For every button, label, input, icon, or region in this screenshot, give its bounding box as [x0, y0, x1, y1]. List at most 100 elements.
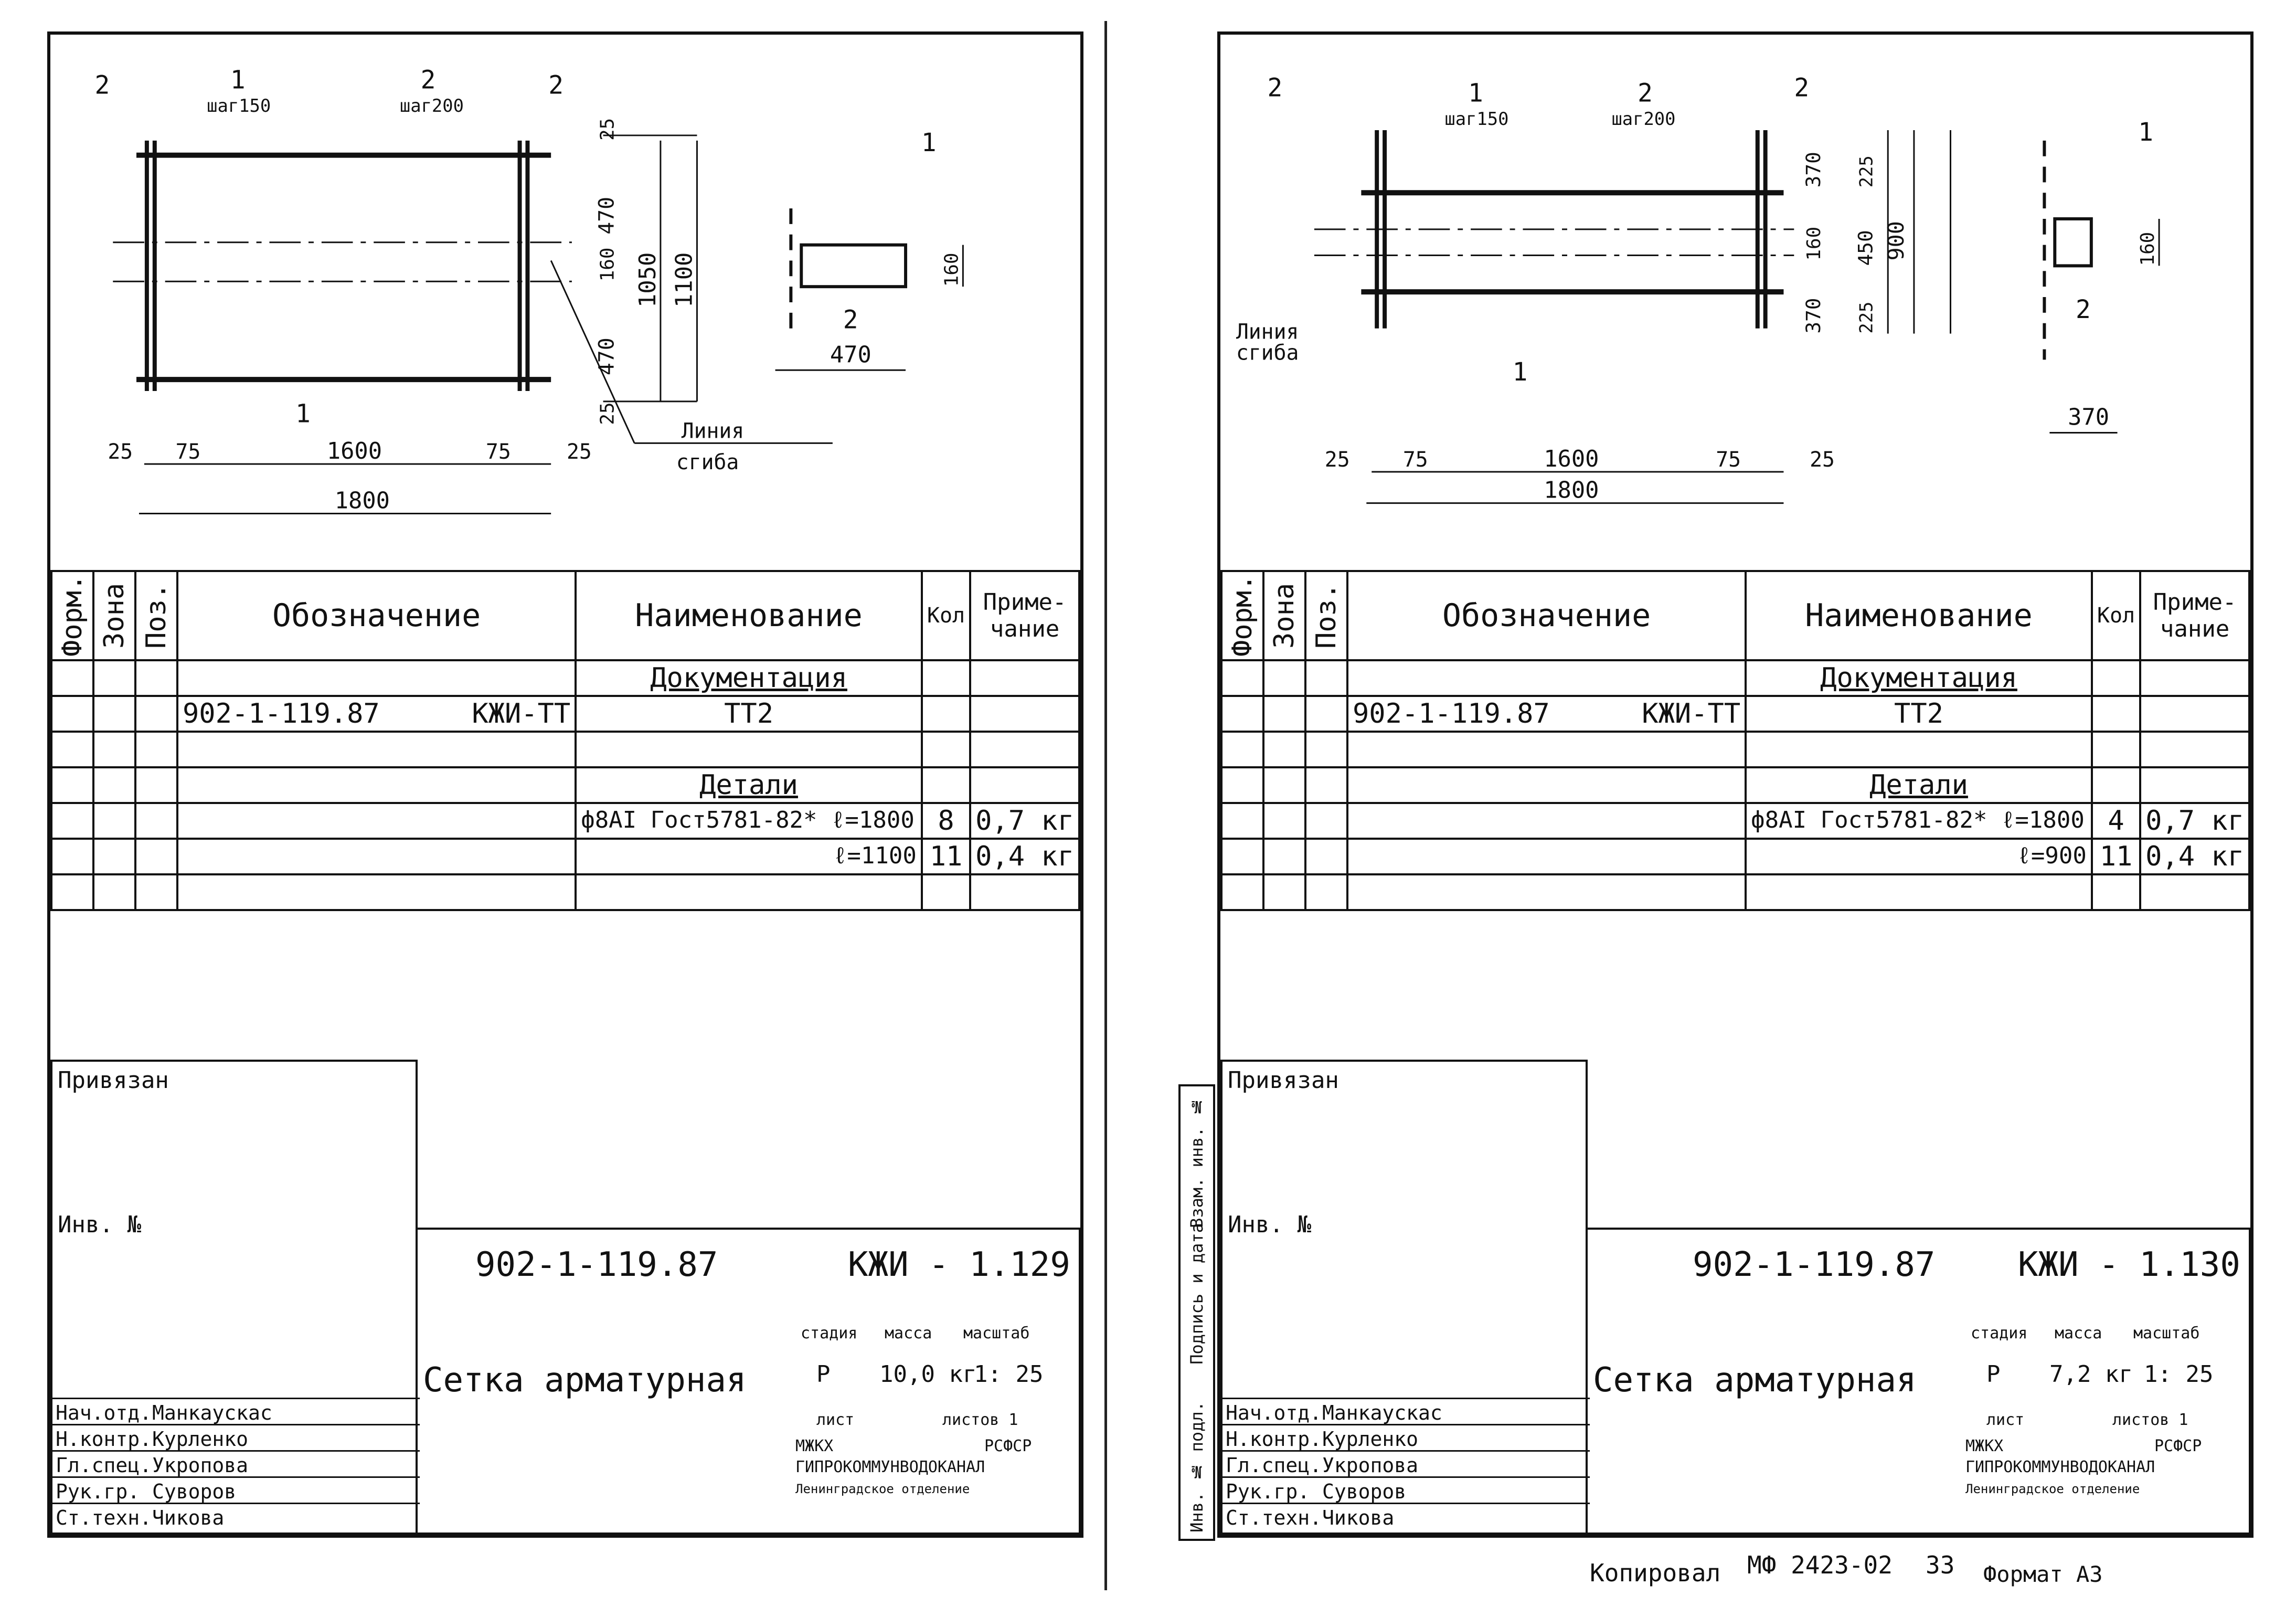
dim-470a: 470	[594, 197, 619, 235]
part-1-note: 0,7 кг	[969, 802, 1080, 840]
label-pos1-top: 1	[1468, 79, 1483, 108]
part-1-name: ф8АI Гост5781-82* ℓ=1800	[1745, 802, 2093, 840]
main-stamp: 902-1-119.87 КЖИ - 1.129 Сетка арматурна…	[416, 1228, 1081, 1535]
part-2-note: 0,4 кг	[2139, 838, 2250, 875]
org-2: РСФСР	[984, 1437, 1032, 1455]
label-pos2-left: 2	[1267, 73, 1282, 102]
label-pos1-bottom: 1	[295, 400, 311, 429]
binding-block: Привязан Инв. № Нач.отд.Манкаускас Н.кон…	[50, 1060, 420, 1535]
col-form: Форм.	[1221, 571, 1263, 660]
label-step200: шаг200	[400, 96, 464, 116]
col-note: Приме-чание	[969, 570, 1080, 661]
section-parts: Детали	[1745, 766, 2093, 804]
part-1-qty: 4	[2090, 802, 2142, 840]
table-row: Документация	[1220, 659, 2250, 697]
dim-370a: 370	[1802, 152, 1825, 187]
org-2: РСФСР	[2154, 1437, 2202, 1455]
dim-bottom-75-right: 75	[486, 440, 511, 464]
dim-1050: 1050	[634, 252, 661, 308]
format-label: Формат А3	[1983, 1561, 2103, 1587]
dim-section-370: 370	[2068, 404, 2109, 431]
dim-370b: 370	[1802, 298, 1825, 333]
col-form: Форм.	[51, 571, 93, 660]
doc-code-stamp: 902-1-119.87	[1693, 1245, 1936, 1284]
scale-header: масштаб	[2133, 1324, 2200, 1343]
org-3: ГИПРОКОММУНВОДОКАНАЛ	[1965, 1458, 2155, 1476]
dim-450: 450	[1854, 230, 1877, 266]
label-section-pos2: 2	[843, 306, 858, 335]
sheet-label: лист	[1986, 1411, 2025, 1429]
role-5: Ст.техн.	[56, 1506, 152, 1529]
col-designation: Обозначение	[1346, 570, 1747, 661]
section-view	[800, 243, 908, 289]
mass-header: масса	[2055, 1324, 2102, 1343]
bound-label: Привязан	[58, 1067, 169, 1094]
dim-900: 900	[1883, 221, 1909, 260]
part-1-name: ф8АI Гост5781-82* ℓ=1800	[575, 802, 923, 840]
scale-value: 1: 25	[974, 1361, 1044, 1388]
col-name: Наименование	[575, 570, 923, 661]
col-qty: Кол	[920, 570, 972, 661]
label-section-pos1: 1	[921, 129, 937, 157]
scale-value: 1: 25	[2144, 1361, 2214, 1388]
name-4: Суворов	[152, 1480, 237, 1503]
doc-mark: КЖИ-ТТ	[1642, 698, 1741, 730]
role-4: Рук.гр.	[56, 1480, 140, 1503]
mass-value: 7,2 кг	[2049, 1361, 2133, 1388]
dim-bottom-25-left: 25	[108, 440, 133, 464]
name-5: Чикова	[152, 1506, 225, 1529]
part-2-name: ℓ=900	[1745, 838, 2093, 875]
table-row: Детали	[50, 766, 1080, 804]
spec-header-row: Форм. Зона Поз. Обозначение Наименование…	[1221, 570, 2250, 661]
dim-160: 160	[597, 248, 618, 282]
stage-header: стадия	[801, 1324, 858, 1343]
dim-25b: 25	[597, 402, 618, 425]
mesh-drawing-right: 2 1 шаг150 2 шаг200 2 Линия сгиба 1 1 2 …	[1236, 73, 2160, 504]
col-pos: Поз.	[1305, 571, 1347, 660]
dim-bottom-75-left: 75	[176, 440, 201, 464]
scale-header: масштаб	[963, 1324, 1030, 1343]
name-3: Укропова	[152, 1454, 249, 1477]
main-stamp: 902-1-119.87 КЖИ - 1.130 Сетка арматурна…	[1586, 1228, 2251, 1535]
side-inv-orig: Инв. № подл.	[1187, 1401, 1207, 1533]
label-pos2-right: 2	[548, 71, 564, 100]
side-replace-inv: Взам. инв. №	[1187, 1097, 1207, 1228]
section-documentation: Документация	[1745, 659, 2093, 697]
sheet-label: лист	[816, 1411, 855, 1429]
name-2: Курленко	[1322, 1428, 1419, 1451]
dim-bottom-75-right: 75	[1716, 448, 1741, 472]
inv-label: Инв. №	[58, 1211, 141, 1238]
table-row: ℓ=900 11 0,4 кг	[1220, 838, 2250, 875]
col-zone: Зона	[1263, 571, 1305, 660]
label-step200: шаг200	[1611, 109, 1675, 129]
table-row: Детали	[1220, 766, 2250, 804]
spec-header-row: Форм. Зона Поз. Обозначение Наименование…	[51, 570, 1080, 661]
part-1-qty: 8	[920, 802, 972, 840]
stage-header: стадия	[1971, 1324, 2028, 1343]
label-pos2-right: 2	[1794, 73, 1809, 102]
role-3: Гл.спец.	[1226, 1454, 1322, 1477]
dim-25a: 25	[597, 118, 618, 141]
role-1: Нач.отд.	[56, 1401, 152, 1424]
role-1: Нач.отд.	[1226, 1401, 1322, 1424]
table-row: 902-1-119.87 КЖИ-ТТ ТТ2	[50, 695, 1080, 733]
doc-mark-stamp: КЖИ - 1.129	[848, 1245, 1070, 1284]
label-bend-line: Линия	[1236, 320, 1299, 344]
name-4: Суворов	[1322, 1480, 1407, 1503]
label-section-pos2: 2	[2076, 295, 2091, 324]
role-2: Н.контр.	[56, 1428, 152, 1451]
dim-bottom-25-left: 25	[1325, 448, 1350, 472]
dim-bottom-1600: 1600	[1544, 446, 1599, 472]
col-name: Наименование	[1745, 570, 2093, 661]
part-2-qty: 11	[2090, 838, 2142, 875]
mesh-drawing-left: 2 1 шаг150 2 шаг200 2 1 1 2 Линия сгиба …	[94, 66, 964, 515]
table-row: ф8АI Гост5781-82* ℓ=1800 8 0,7 кг	[50, 802, 1080, 840]
doc-name: ТТ2	[1745, 695, 2093, 733]
drawing-sheet-left: 2 1 шаг150 2 шаг200 2 1 1 2 Линия сгиба …	[47, 31, 1083, 1538]
dim-bottom-25-right: 25	[567, 440, 592, 464]
col-zone: Зона	[93, 571, 135, 660]
stage-value: Р	[816, 1361, 831, 1388]
col-qty: Кол	[2090, 570, 2142, 661]
dim-section-160: 160	[941, 253, 962, 287]
